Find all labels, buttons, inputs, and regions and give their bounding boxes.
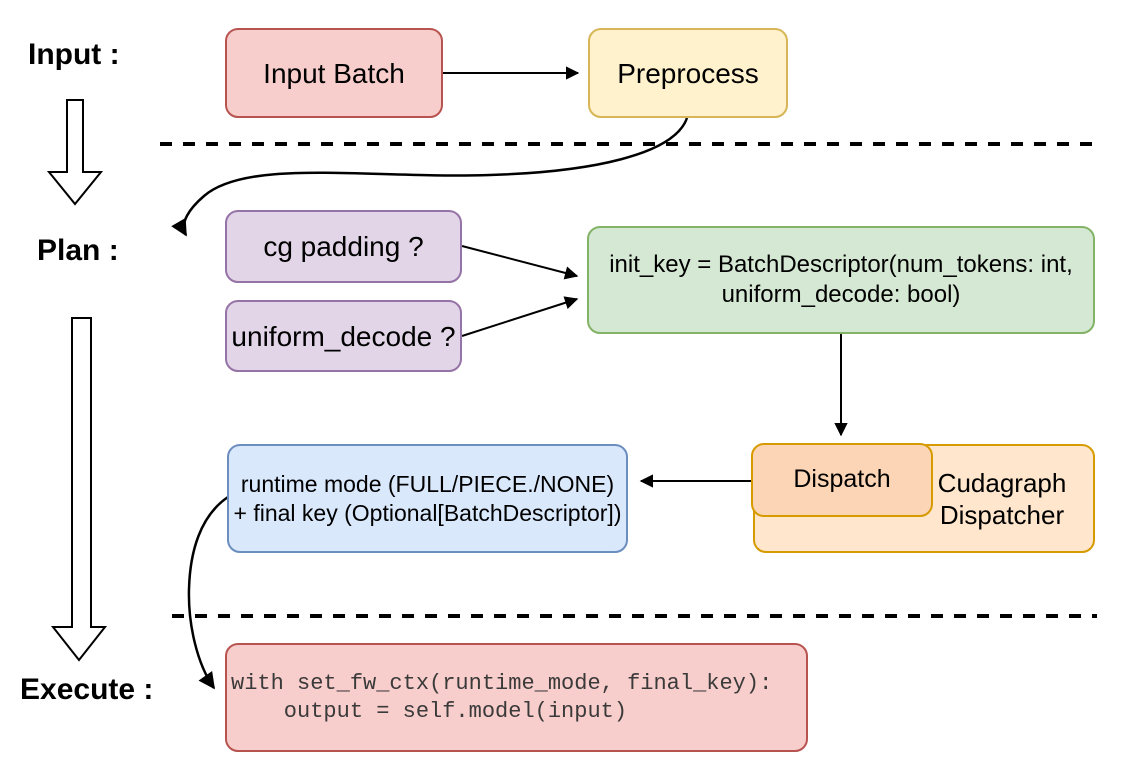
execute-stage-label: Execute : (20, 673, 154, 706)
node-init-key: init_key = BatchDescriptor(num_tokens: i… (587, 226, 1095, 334)
node-preprocess: Preprocess (588, 28, 788, 118)
node-cudagraph-dispatcher-label: Cudagraph Dispatcher (937, 467, 1067, 530)
node-input-batch-label: Input Batch (263, 57, 405, 89)
node-input-batch: Input Batch (225, 28, 443, 118)
node-runtime-mode: runtime mode (FULL/PIECE./NONE) + final … (227, 444, 628, 553)
node-init-key-line2: uniform_decode: bool) (721, 281, 961, 308)
node-runtime-mode-line2: + final key (Optional[BatchDescriptor]) (233, 499, 622, 526)
node-cg-padding: cg padding ? (225, 210, 462, 283)
input-stage-label: Input : (28, 38, 120, 71)
node-dispatch-label: Dispatch (793, 465, 891, 494)
node-execute-code-line2: output = self.model(input) (231, 698, 628, 724)
node-execute-code: with set_fw_ctx(runtime_mode, final_key)… (225, 643, 808, 752)
node-uniform-decode-label: uniform_decode ? (231, 320, 456, 352)
input-flow-arrow (46, 99, 104, 206)
node-execute-code-line1: with set_fw_ctx(runtime_mode, final_key)… (231, 670, 773, 696)
node-cg-padding-label: cg padding ? (263, 231, 424, 262)
curve-runtime-mode-to-execute-code (187, 495, 229, 690)
curve-preprocess-to-cg-padding (171, 117, 689, 237)
arrow-cg-padding-to-init-key (461, 245, 579, 280)
node-uniform-decode: uniform_decode ? (225, 300, 462, 372)
arrow-uniform-decode-to-init-key (461, 296, 579, 337)
node-dispatch: Dispatch (751, 443, 933, 517)
node-init-key-line1: init_key = BatchDescriptor(num_tokens: i… (609, 251, 1073, 278)
node-runtime-mode-line1: runtime mode (FULL/PIECE./NONE) (240, 470, 615, 497)
plan-stage-label: Plan : (37, 234, 119, 267)
plan-flow-arrow (50, 317, 108, 662)
node-preprocess-label: Preprocess (617, 57, 759, 89)
